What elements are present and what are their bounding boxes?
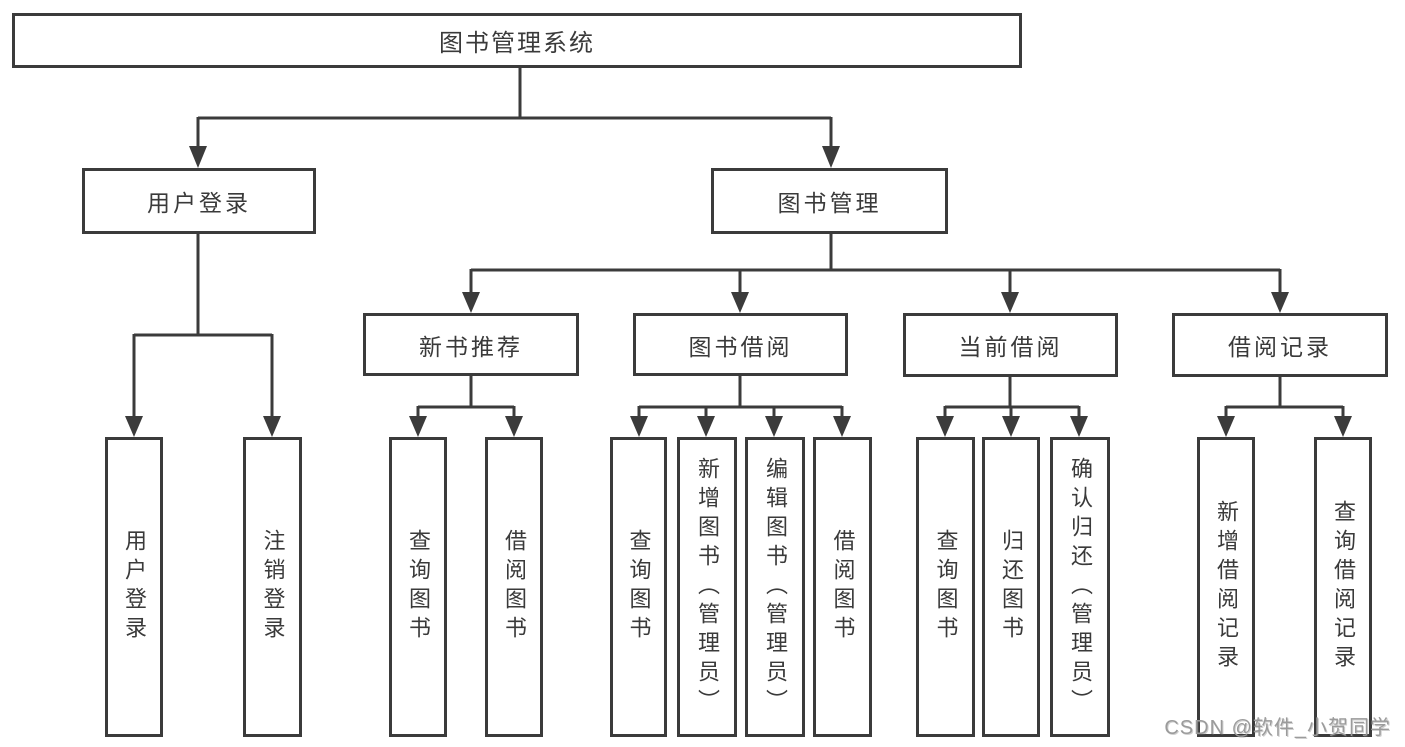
leaf-logout: 注销登录 [243, 437, 302, 737]
leaf-return-book: 归还图书 [982, 437, 1040, 737]
leaf-query-borrow-record: 查询借阅记录 [1314, 437, 1372, 737]
leaf-query-books-current: 查询图书 [916, 437, 975, 737]
node-new-book-recommend: 新书推荐 [363, 313, 579, 376]
leaf-borrow-books: 借阅图书 [813, 437, 872, 737]
watermark: CSDN @软件_小贺同学 [1164, 717, 1391, 739]
leaf-add-book-admin: 新增图书（管理员） [677, 437, 737, 737]
node-borrow-records: 借阅记录 [1172, 313, 1388, 377]
leaf-query-books-recommend: 查询图书 [389, 437, 447, 737]
node-current-borrow: 当前借阅 [903, 313, 1118, 377]
leaf-add-borrow-record: 新增借阅记录 [1197, 437, 1255, 737]
leaf-user-login: 用户登录 [105, 437, 163, 737]
leaf-borrow-books-recommend: 借阅图书 [485, 437, 543, 737]
node-book-borrow: 图书借阅 [633, 313, 848, 376]
leaf-query-books-borrow: 查询图书 [610, 437, 667, 737]
node-root: 图书管理系统 [12, 13, 1022, 68]
node-book-management: 图书管理 [711, 168, 948, 234]
leaf-confirm-return-admin: 确认归还（管理员） [1050, 437, 1110, 737]
arrow-down-icon [125, 146, 1352, 437]
node-user-login: 用户登录 [82, 168, 316, 234]
leaf-edit-book-admin: 编辑图书（管理员） [745, 437, 805, 737]
